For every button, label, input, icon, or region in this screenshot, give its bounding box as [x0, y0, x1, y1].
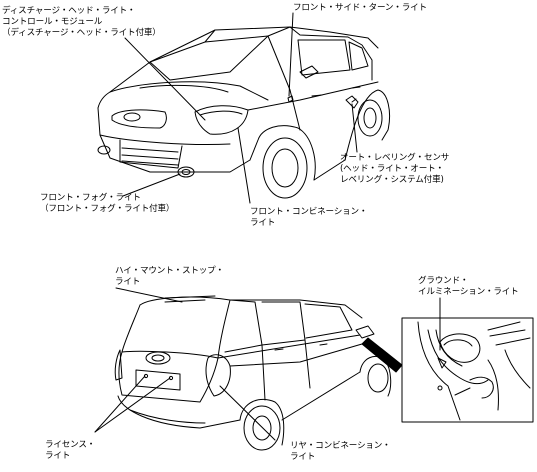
- label-line: （フロント・フォグ・ライト付車）: [40, 204, 175, 214]
- label-line: (ヘッド・ライト・オート・: [340, 164, 444, 174]
- rear-leader-lines: [94, 287, 441, 441]
- label-line: グラウンド・: [418, 276, 469, 286]
- ground-illumination-detail-inset: [401, 317, 534, 423]
- label-line: ディスチャージ・ヘッド・ライト・: [2, 6, 136, 16]
- label-line: フロント・サイド・ターン・ライト: [293, 3, 427, 13]
- label-line: ライト: [45, 451, 71, 461]
- license-light-label: ライセンス・ ライト: [45, 440, 95, 462]
- label-line: フロント・コンビネーション・: [250, 207, 368, 217]
- ground-illumination-light-label: グラウンド・ イルミネーション・ライト: [418, 276, 519, 298]
- high-mount-stop-light-label: ハイ・マウント・ストップ・ ライト: [115, 266, 224, 288]
- front-leader-lines: [122, 12, 358, 204]
- label-line: ライト: [115, 277, 141, 287]
- label-line: イルミネーション・ライト: [418, 287, 519, 297]
- label-line: ライト: [250, 218, 276, 228]
- front-car-illustration: [97, 26, 391, 199]
- label-line: リヤ・コンビネーション・: [290, 441, 391, 451]
- front-combination-light-label: フロント・コンビネーション・ ライト: [250, 207, 368, 229]
- label-line: レベリング・システム付車): [340, 175, 444, 185]
- rear-combination-light-label: リヤ・コンビネーション・ ライト: [290, 441, 391, 463]
- label-line: オート・レベリング・センサ: [340, 153, 450, 163]
- label-line: ライト: [290, 452, 316, 462]
- rear-car-illustration: [114, 295, 392, 451]
- front-fog-light-label: フロント・フォグ・ライト （フロント・フォグ・ライト付車）: [40, 193, 175, 215]
- label-line: フロント・フォグ・ライト: [40, 193, 141, 203]
- front-side-turn-light-label: フロント・サイド・ターン・ライト: [293, 3, 427, 14]
- label-line: （ディスチャージ・ヘッド・ライト付車）: [2, 28, 161, 38]
- inset-pointer-arrow: [361, 337, 403, 373]
- auto-leveling-sensor-label: オート・レベリング・センサ (ヘッド・ライト・オート・ レベリング・システム付車…: [340, 153, 449, 186]
- label-line: コントロール・モジュール: [2, 17, 103, 27]
- label-line: ハイ・マウント・ストップ・: [115, 266, 224, 276]
- discharge-headlight-module-label: ディスチャージ・ヘッド・ライト・ コントロール・モジュール （ディスチャージ・ヘ…: [2, 6, 161, 39]
- label-line: ライセンス・: [45, 440, 96, 450]
